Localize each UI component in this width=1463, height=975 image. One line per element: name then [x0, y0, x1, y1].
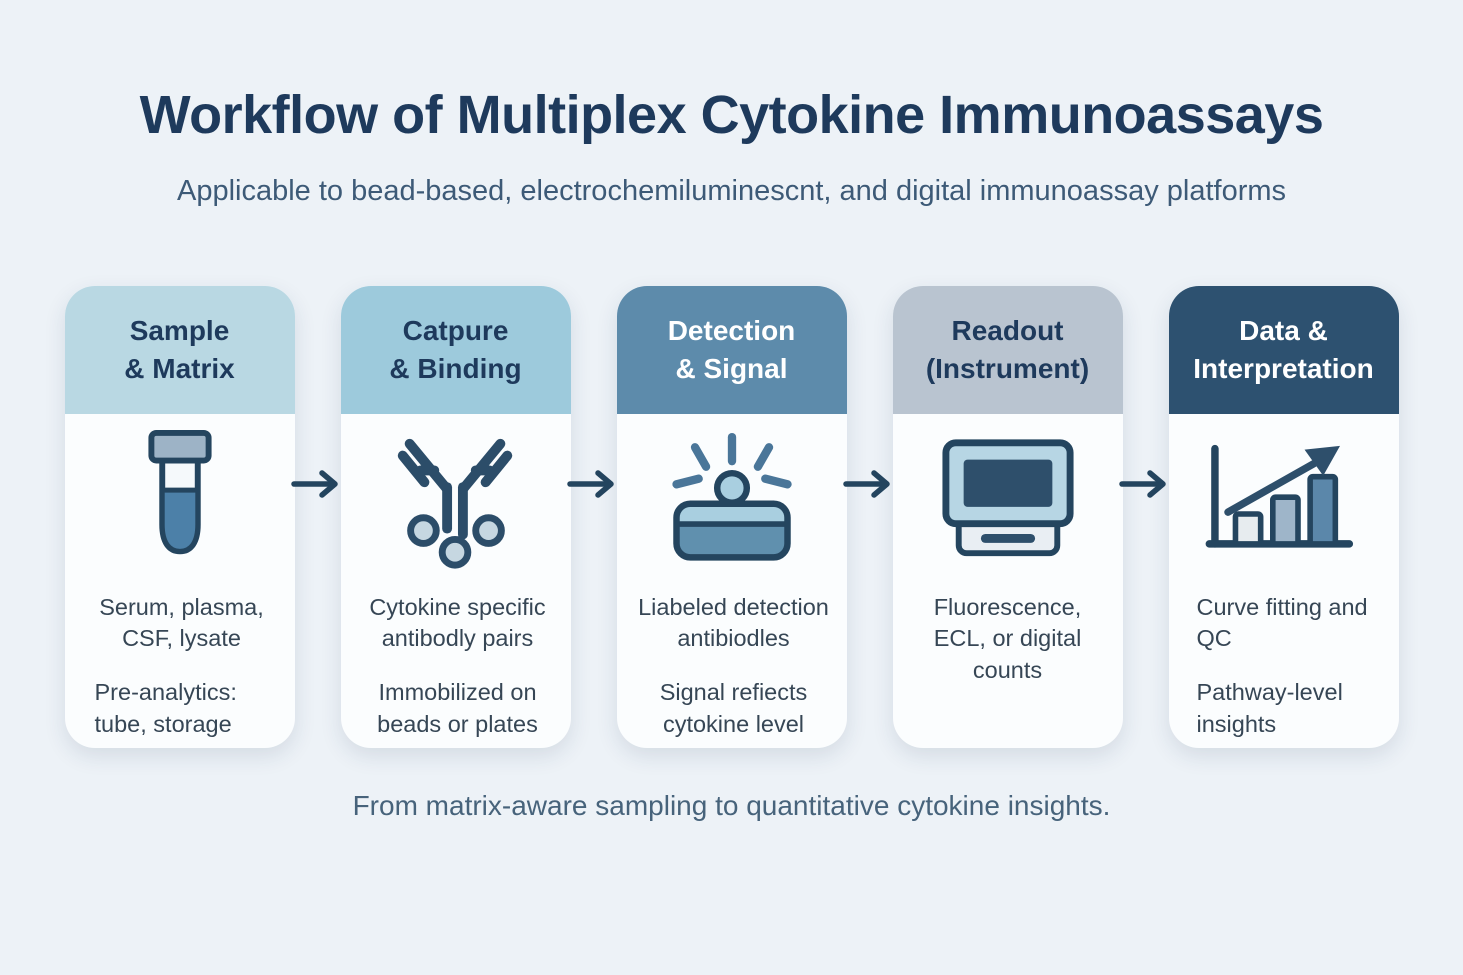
step-header: Data & Interpretation	[1168, 285, 1399, 414]
workflow-diagram: Sample & Matrix Serum, plasma, CSF, lysa…	[0, 285, 1463, 748]
step-description: Liabeled detection antibiodles	[638, 593, 829, 652]
step-description: Serum, plasma, CSF, lysate	[99, 593, 264, 652]
test-tube-icon	[83, 424, 277, 576]
step-title-line: (Instrument)	[925, 352, 1090, 384]
step-title-line: Catpure	[402, 314, 509, 346]
step-body: Fluorescence, ECL, or digital counts	[893, 414, 1123, 688]
step-description: Immobilized on beads or plates	[377, 679, 538, 738]
flow-arrow	[290, 466, 341, 502]
step-description: Curve fitting and QC	[1196, 593, 1368, 652]
step-body: Curve fitting and QC Pathway-level insig…	[1169, 414, 1399, 742]
step-header: Sample & Matrix	[64, 285, 295, 414]
step-title-line: & Signal	[675, 352, 788, 384]
step-title-line: Detection	[667, 314, 796, 346]
footer-caption: From matrix-aware sampling to quantitati…	[352, 789, 1111, 821]
step-card-data-interpretation: Data & Interpretation	[1168, 285, 1399, 748]
signal-lamp-icon	[635, 424, 829, 576]
arrow-right-icon	[842, 469, 890, 498]
arrow-right-icon	[1118, 469, 1166, 498]
step-body: Serum, plasma, CSF, lysate Pre-analytics…	[65, 414, 295, 742]
step-card-capture-binding: Catpure & Binding	[340, 285, 571, 748]
step-description: Signal refiects cytokine level	[659, 679, 808, 738]
step-description: Cytokine specific antibodly pairs	[369, 593, 546, 652]
step-header: Detection & Signal	[616, 285, 847, 414]
arrow-right-icon	[566, 469, 614, 498]
step-card-detection-signal: Detection & Signal	[616, 285, 847, 748]
step-title-line: Interpretation	[1193, 352, 1374, 384]
step-card-sample-matrix: Sample & Matrix Serum, plasma, CSF, lysa…	[64, 285, 295, 748]
step-body: Cytokine specific antibodly pairs Immobi…	[341, 414, 571, 742]
bar-chart-arrow-icon	[1187, 424, 1381, 576]
step-body: Liabeled detection antibiodles Signal re…	[617, 414, 847, 742]
page-subtitle: Applicable to bead-based, electrochemilu…	[176, 175, 1287, 207]
step-card-readout-instrument: Readout (Instrument) Fluorescence, ECL, …	[892, 285, 1123, 748]
page-title: Workflow of Multiplex Cytokine Immunoass…	[139, 85, 1324, 145]
step-description: Fluorescence, ECL, or digital counts	[933, 593, 1082, 684]
step-header: Readout (Instrument)	[892, 285, 1123, 414]
step-title-line: & Matrix	[124, 352, 235, 384]
arrow-right-icon	[290, 469, 338, 498]
flow-arrow	[566, 466, 617, 502]
flow-arrow	[842, 466, 893, 502]
step-title-line: Readout	[951, 314, 1064, 346]
step-title-line: Sample	[129, 314, 230, 346]
flow-arrow	[1118, 466, 1169, 502]
step-description: Pathway-level insights	[1196, 679, 1343, 738]
step-title-line: Data &	[1239, 314, 1328, 346]
step-title-line: & Binding	[389, 352, 522, 384]
step-header: Catpure & Binding	[340, 285, 571, 414]
instrument-icon	[911, 424, 1105, 576]
step-description: Pre-analytics: tube, storage	[94, 679, 237, 738]
antibody-icon	[359, 424, 553, 576]
